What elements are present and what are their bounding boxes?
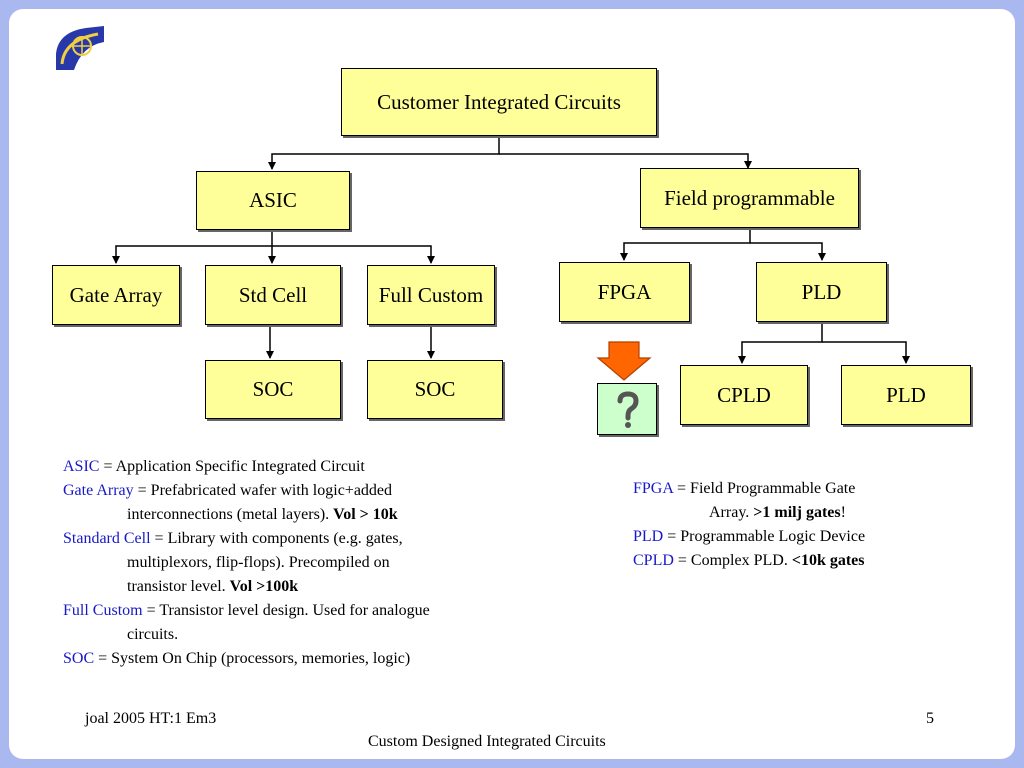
- soc-box-2: SOC: [367, 360, 503, 419]
- term-fpga: FPGA: [633, 480, 674, 497]
- term-cpld: CPLD: [633, 552, 674, 569]
- field-programmable-label: Field programmable: [664, 185, 835, 210]
- def-gate-array-text-1: = Prefabricated wafer with logic+added: [133, 482, 393, 499]
- full-custom-box: Full Custom: [367, 265, 495, 325]
- field-programmable-box: Field programmable: [640, 168, 859, 228]
- def-std-cell: Standard Cell = Library with components …: [63, 527, 543, 599]
- pld-box-top: PLD: [756, 262, 887, 322]
- question-mark-icon: [617, 391, 639, 428]
- term-std-cell: Standard Cell: [63, 530, 151, 547]
- university-logo-icon: [56, 26, 104, 70]
- def-fpga-gates: >1 milj gates: [753, 504, 841, 521]
- footer-author: joal 2005 HT:1 Em3: [85, 710, 217, 727]
- term-gate-array: Gate Array: [63, 482, 134, 499]
- def-pld-text: = Programmable Logic Device: [663, 528, 866, 545]
- def-cpld-gates: <10k gates: [791, 552, 865, 569]
- pld-label-bottom: PLD: [886, 382, 926, 407]
- def-cpld: CPLD = Complex PLD. <10k gates: [633, 549, 993, 573]
- fpga-label: FPGA: [597, 279, 652, 304]
- term-asic: ASIC: [63, 458, 100, 475]
- std-cell-box: Std Cell: [205, 265, 341, 325]
- pld-box-bottom: PLD: [841, 365, 971, 425]
- soc-label-2: SOC: [414, 377, 456, 401]
- left-definitions: ASIC = Application Specific Integrated C…: [63, 455, 543, 671]
- def-soc: SOC = System On Chip (processors, memori…: [63, 647, 543, 671]
- def-gate-array-text-2: interconnections (metal layers).: [127, 506, 334, 523]
- def-fpga-text-1: = Field Programmable Gate: [673, 480, 856, 497]
- soc-box-1: SOC: [205, 360, 341, 419]
- def-fpga-cont: Array. >1 milj gates!: [633, 501, 993, 525]
- asic-label: ASIC: [249, 188, 297, 212]
- soc-label-1: SOC: [252, 377, 294, 401]
- def-std-cell-vol: Vol >100k: [229, 578, 299, 595]
- def-asic-text: = Application Specific Integrated Circui…: [99, 458, 365, 475]
- pld-label-top: PLD: [801, 279, 842, 304]
- asic-box: ASIC: [196, 171, 350, 230]
- cpld-label: CPLD: [717, 382, 771, 407]
- full-custom-label: Full Custom: [378, 282, 484, 307]
- def-gate-array-vol: Vol > 10k: [333, 506, 398, 523]
- down-arrow-icon: [596, 341, 652, 381]
- std-cell-label: Std Cell: [238, 282, 308, 307]
- def-std-cell-text-2: multiplexors, flip-flops). Precompiled o…: [127, 554, 390, 571]
- def-soc-text: = System On Chip (processors, memories, …: [94, 650, 411, 667]
- term-soc: SOC: [63, 650, 95, 667]
- def-cpld-text: = Complex PLD.: [673, 552, 792, 569]
- def-gate-array-cont: interconnections (metal layers). Vol > 1…: [63, 503, 543, 527]
- root-box: Customer Integrated Circuits: [341, 68, 657, 136]
- def-full-custom-text-2: circuits.: [127, 626, 179, 643]
- fpga-box: FPGA: [559, 262, 690, 322]
- def-std-cell-cont: transistor level. Vol >100k: [63, 575, 543, 599]
- def-std-cell-text-3: transistor level.: [127, 578, 230, 595]
- root-label: Customer Integrated Circuits: [377, 89, 621, 114]
- gate-array-label: Gate Array: [69, 282, 163, 307]
- term-pld: PLD: [633, 528, 664, 545]
- def-pld: PLD = Programmable Logic Device: [633, 525, 993, 549]
- cpld-box: CPLD: [680, 365, 808, 425]
- def-full-custom-text-1: = Transistor level design. Used for anal…: [142, 602, 430, 619]
- question-box: ?: [597, 383, 657, 435]
- def-std-cell-text-1: = Library with components (e.g. gates,: [150, 530, 403, 547]
- def-fpga-excl: !: [840, 504, 846, 521]
- def-fpga-text-2: Array.: [709, 504, 754, 521]
- def-gate-array: Gate Array = Prefabricated wafer with lo…: [63, 479, 543, 527]
- gate-array-box: Gate Array: [52, 265, 180, 325]
- def-asic: ASIC = Application Specific Integrated C…: [63, 455, 543, 479]
- footer-title: Custom Designed Integrated Circuits: [368, 733, 606, 750]
- def-full-custom: Full Custom = Transistor level design. U…: [63, 599, 543, 647]
- term-full-custom: Full Custom: [63, 602, 143, 619]
- footer-page-number: 5: [926, 710, 934, 727]
